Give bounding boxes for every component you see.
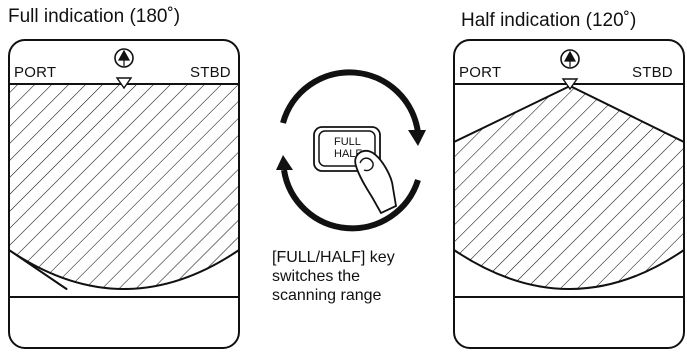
half-indication-title: Half indication (120˚) [461,10,637,31]
key-label-full: FULL [334,136,361,148]
caption-line-1: [FULL/HALF] key [272,249,395,266]
right-stbd-label: STBD [632,64,673,81]
right-port-label: PORT [459,64,502,81]
full-screen-frame [8,39,240,349]
upper-cycle-arrow [280,69,421,134]
lower-cycle-arrow [281,169,421,232]
arrowhead-icon [276,155,293,170]
left-stbd-label: STBD [190,64,231,81]
full-indication-screen [9,83,239,298]
key-caption: [FULL/HALF] key switches the scanning ra… [272,248,395,305]
full-scan-area [9,84,239,289]
ship-marker-icon [561,78,579,91]
caption-line-2: switches the [272,268,361,285]
half-screen-frame [453,39,685,349]
ship-marker-icon [115,77,133,90]
left-port-label: PORT [14,64,57,81]
finger-press-icon [354,149,398,215]
full-indication-title: Full indication (180˚) [8,6,181,27]
caption-line-3: scanning range [272,287,382,304]
half-scan-area [454,86,684,289]
full-heading-marker [114,48,134,90]
half-heading-marker [560,49,580,91]
switch-cycle-arrows [276,69,426,232]
arrowhead-icon [408,130,426,146]
half-scan-boundary [454,249,684,290]
full-scan-boundary [9,249,239,290]
